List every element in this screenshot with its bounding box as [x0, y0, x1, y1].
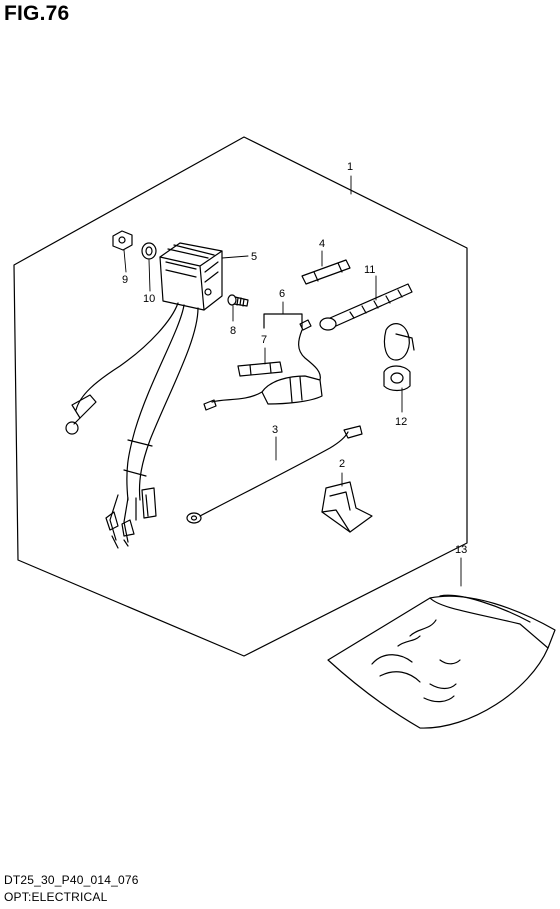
fuse-part-4 [301, 259, 351, 285]
bag-part [327, 594, 556, 729]
screw-part [227, 294, 249, 307]
fuse-holder-part [203, 313, 323, 411]
nut-part [112, 230, 133, 251]
callout-9: 9 [122, 274, 128, 286]
callout-2: 2 [339, 458, 345, 470]
callout-5: 5 [251, 251, 257, 263]
callout-13: 13 [455, 544, 467, 556]
diagram-code: DT25_30_P40_014_076 [4, 873, 139, 887]
callout-1: 1 [347, 161, 353, 173]
callout-3: 3 [272, 424, 278, 436]
callout-10: 10 [143, 293, 155, 305]
callout-12: 12 [395, 416, 407, 428]
figure-title: FIG.76 [4, 2, 70, 25]
callout-4: 4 [319, 238, 325, 250]
ground-wire-part [186, 425, 363, 524]
diagram-caption: OPT:ELECTRICAL [4, 890, 108, 904]
callout-8: 8 [230, 325, 236, 337]
wire-clamp-part [383, 323, 415, 392]
rectifier-regulator-part [65, 242, 223, 549]
cable-tie-part [319, 283, 413, 331]
callout-11: 11 [364, 264, 375, 276]
leader-lines [123, 175, 462, 587]
callout-6: 6 [279, 288, 285, 300]
kit-outline [13, 136, 468, 657]
callout-7: 7 [261, 334, 267, 346]
washer-part [141, 242, 157, 260]
clamp-part [321, 481, 373, 533]
